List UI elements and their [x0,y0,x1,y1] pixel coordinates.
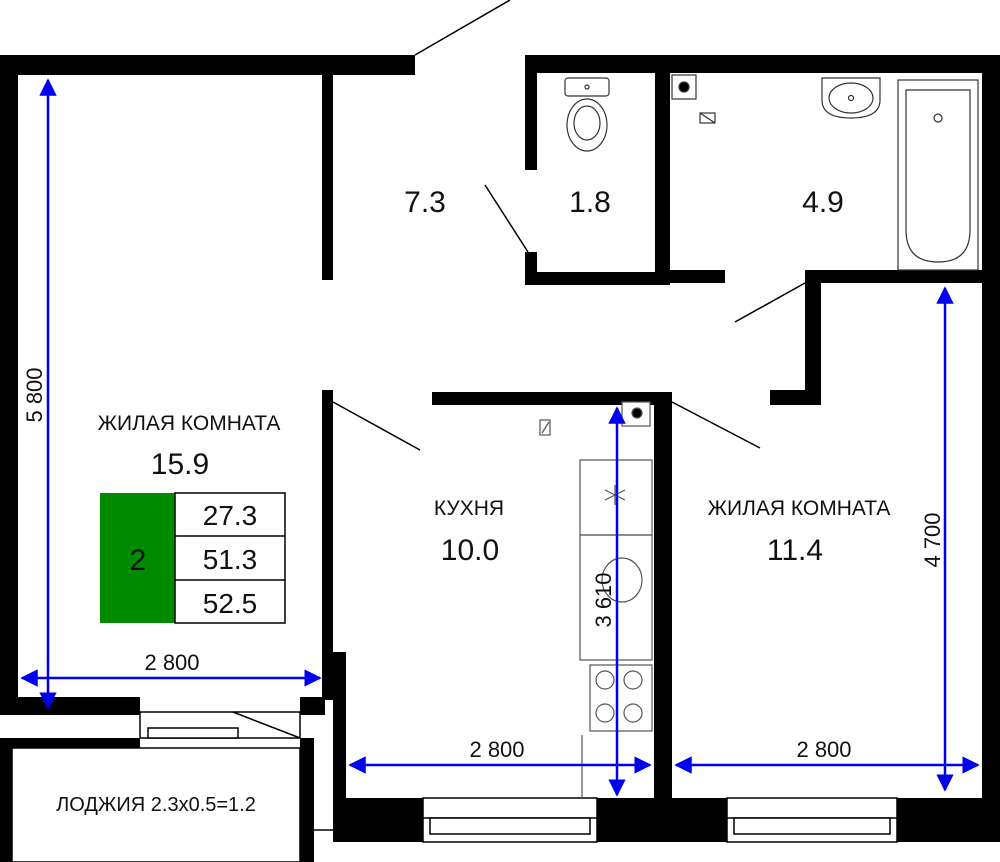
loggia-label: ЛОДЖИЯ 2.3х0.5=1.2 [56,794,256,816]
apartment-summary [100,492,286,624]
dim-right-height: 4 700 [920,512,945,567]
wall-bath-bottom-right [805,270,1000,283]
toilet-area: 1.8 [569,186,611,219]
living-right-area: 11.4 [767,534,823,567]
wall-bottom-left-pier [300,697,325,715]
doors [232,0,806,739]
wall-loggia-left [0,738,12,862]
dim-kitchen-width: 2 800 [469,737,524,762]
wall-living-corridor-upper [322,75,333,280]
kitchen-area: 10.0 [441,534,499,567]
rooms-badge [100,493,175,623]
living-area-total: 27.3 [203,500,258,531]
wall-kitchen-right [654,392,672,798]
walls [0,55,1000,862]
dimension-lines [20,78,980,797]
living-right-name: ЖИЛАЯ КОМНАТА [708,497,891,520]
corridor-area: 7.3 [404,186,446,219]
door-right-room [671,401,761,449]
windows [139,711,898,843]
door-loggia [232,711,301,739]
living-left-name: ЖИЛАЯ КОМНАТА [98,412,281,435]
toilet-fixture [564,77,610,152]
window-right-sill [733,817,891,835]
bathroom-fixtures [671,74,979,271]
window-left-sill [147,727,239,739]
wall-top-left [0,55,415,75]
rooms-count: 2 [130,544,147,577]
wall-toilet-left [525,55,537,170]
wall-outer-right [982,55,1000,842]
dim-left-width: 2 800 [144,650,199,675]
wall-bath-bottom-left [670,270,725,283]
loggia-outline [11,747,301,862]
wall-toilet-bottom [525,272,670,285]
wall-living-kitchen [322,390,333,700]
wall-toilet-bath [655,55,670,285]
wall-top-right [525,55,1000,73]
kitchen-name: КУХНЯ [434,497,504,520]
door-toilet [484,184,529,253]
living-left-area: 15.9 [151,448,209,481]
window-kitchen-sill [429,817,591,835]
dim-kitchen-height: 3 610 [591,572,616,627]
wall-outer-left [0,55,18,715]
door-bathroom [734,282,806,323]
wall-loggia-right [300,738,314,862]
wall-bottom-kitchen-left [333,798,423,842]
wall-pier-right-foot [770,390,821,405]
wall-loggia-top [0,738,140,748]
dim-right-width: 2 800 [796,737,851,762]
door-entrance [414,0,511,56]
door-kitchen [332,401,421,451]
total-area-with-loggia: 52.5 [203,588,258,619]
wall-kitchen-top [432,392,672,405]
wall-kitchen-left [333,652,346,842]
wall-bottom-left [0,697,140,715]
wall-bottom-middle [597,798,727,842]
dim-left-height: 5 800 [22,367,47,422]
total-area: 51.3 [203,544,258,575]
bathroom-area: 4.9 [802,186,844,219]
wall-pier-right [805,270,821,405]
